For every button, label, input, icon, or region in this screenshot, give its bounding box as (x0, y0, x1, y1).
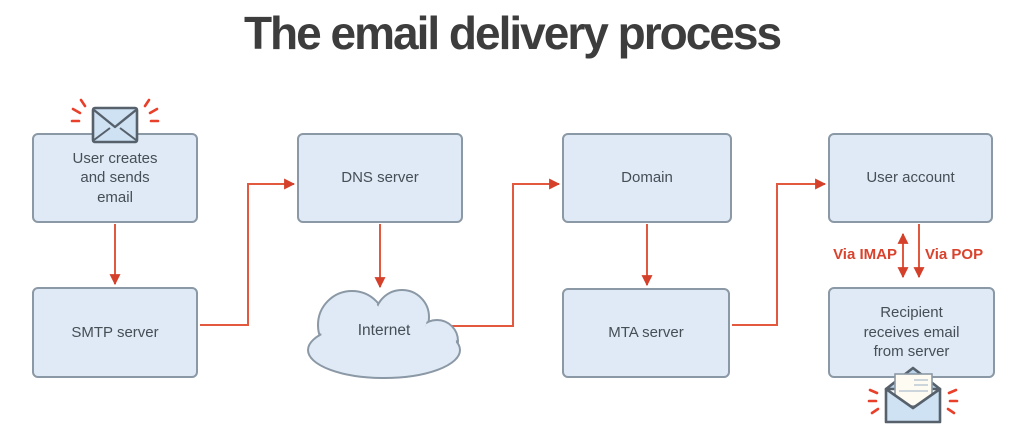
node-label: User creates and sends email (72, 149, 158, 206)
open-envelope-icon (867, 366, 959, 424)
node-domain: Domain (562, 133, 732, 223)
node-label: User account (866, 169, 955, 187)
edge-internet-to-domain (440, 178, 561, 327)
edge-label-via-imap: Via IMAP (833, 246, 897, 263)
node-label: Recipient receives email from server (863, 304, 960, 361)
edge-label-via-pop: Via POP (925, 246, 984, 263)
node-user-creates-and-sends-email: User creates and sends email (32, 133, 198, 223)
node-label: DNS server (341, 169, 419, 187)
node-dns-server: DNS server (297, 133, 463, 223)
node-mta-server: MTA server (562, 288, 730, 378)
node-user-account: User account (828, 133, 993, 223)
edge-smtp-to-dns (200, 178, 296, 326)
internet-cloud-shape (307, 289, 461, 379)
edge-mta-to-user-account (732, 178, 827, 326)
node-label: SMTP server (71, 323, 159, 341)
node-smtp-server: SMTP server (32, 287, 198, 378)
node-internet-label: Internet (357, 322, 411, 339)
diagram-title: The email delivery process (243, 7, 782, 59)
node-label: Domain (621, 169, 673, 187)
closed-envelope-icon (70, 98, 160, 144)
node-recipient-receives-email: Recipient receives email from server (828, 287, 995, 378)
node-label: MTA server (608, 324, 684, 342)
